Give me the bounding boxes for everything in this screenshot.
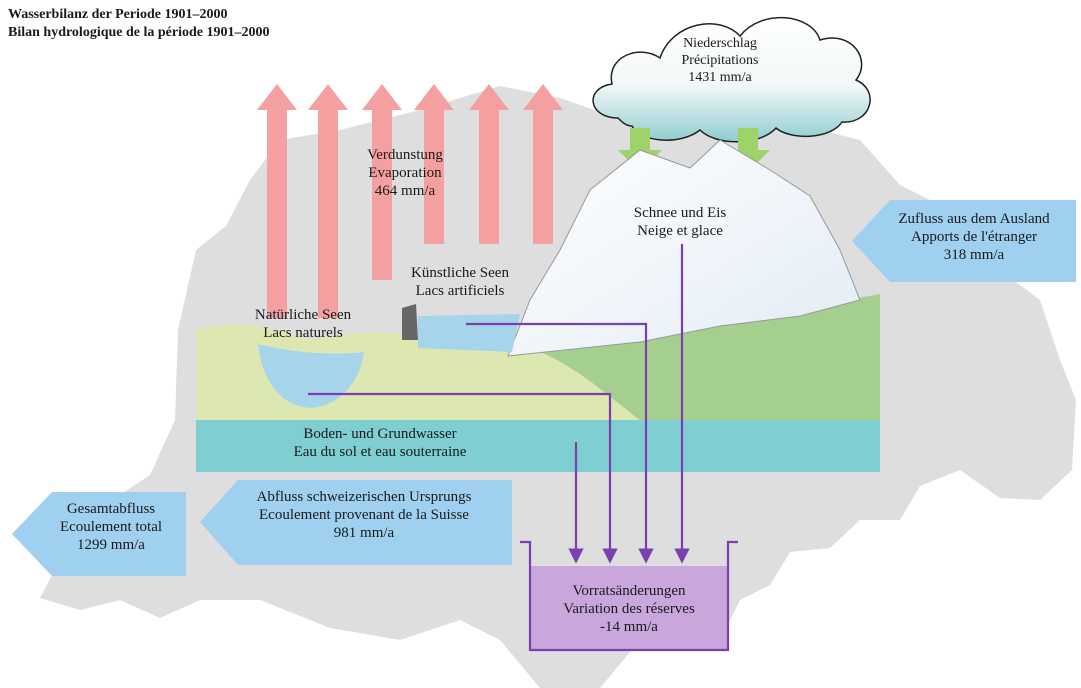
evaporation-label: Verdunstung Evaporation 464 mm/a [340,146,470,200]
precipitation-fr: Précipitations [681,52,759,68]
swiss-runoff-de: Abfluss schweizerischen Ursprungs [256,489,472,505]
artificial-lakes-de: Künstliche Seen [411,265,509,281]
total-runoff-fr: Ecoulement total [59,519,163,535]
artificial-lake [418,314,520,352]
evaporation-value: 464 mm/a [374,183,436,199]
total-runoff-de: Gesamtabfluss [66,501,156,517]
snow-ice-label: Schnee und Eis Neige et glace [600,204,760,240]
storage-change-de: Vorratsänderungen [572,583,686,599]
inflow-abroad-fr: Apports de l'étranger [911,229,1037,245]
artificial-lakes-fr: Lacs artificiels [415,283,505,299]
artificial-lakes-label: Künstliche Seen Lacs artificiels [390,264,530,300]
natural-lakes-label: Natürliche Seen Lacs naturels [238,306,368,342]
snow-ice-fr: Neige et glace [637,223,723,239]
inflow-arrow-box [852,200,1076,282]
cloud [592,16,871,143]
total-runoff-label: Gesamtabfluss Ecoulement total 1299 mm/a [36,500,186,554]
swiss-runoff-value: 981 mm/a [333,525,395,541]
mountain [507,139,861,357]
evaporation-arrow [362,84,402,280]
diagram-title: Wasserbilanz der Periode 1901–2000 Bilan… [8,6,270,42]
storage-change-fr: Variation des réserves [563,601,695,617]
title-fr: Bilan hydrologique de la période 1901–20… [8,25,270,41]
inflow-abroad-value: 318 mm/a [943,247,1005,263]
evaporation-arrow [523,84,563,244]
evaporation-arrow [469,84,509,244]
total-runoff-arrow-box [12,492,186,576]
precipitation-label: Niederschlag Précipitations 1431 mm/a [640,36,800,86]
natural-lake [258,344,364,408]
natural-lakes-de: Natürliche Seen [254,307,352,323]
title-de: Wasserbilanz der Periode 1901–2000 [8,7,228,22]
precipitation-value: 1431 mm/a [688,69,752,85]
precipitation-de: Niederschlag [683,36,757,51]
groundwater-fr: Eau du sol et eau souterraine [293,444,467,460]
flow-line-natural-lake [308,392,618,564]
reservoir-outline [520,540,738,652]
evaporation-arrow [308,84,348,318]
flow-lines [308,244,690,564]
evaporation-fr: Evaporation [368,165,442,181]
total-runoff-value: 1299 mm/a [77,537,145,553]
evaporation-arrow [257,84,297,318]
flow-line-artificial-lake [466,322,654,564]
storage-reservoir [530,566,728,650]
storage-change-label: Vorratsänderungen Variation des réserves… [530,582,728,636]
swiss-runoff-arrow-box [200,480,512,565]
inflow-abroad-label: Zufluss aus dem Ausland Apports de l'étr… [868,210,1080,264]
storage-change-value: -14 mm/a [600,619,658,635]
natural-lakes-fr: Lacs naturels [263,325,343,341]
groundwater-band [196,420,880,472]
snow-ice-de: Schnee und Eis [633,205,727,221]
evaporation-de: Verdunstung [367,147,443,163]
inflow-abroad-de: Zufluss aus dem Ausland [898,211,1050,227]
groundwater-label: Boden- und Grundwasser Eau du sol et eau… [250,425,510,461]
swiss-runoff-fr: Ecoulement provenant de la Suisse [259,507,469,523]
evaporation-arrows [257,84,563,318]
swiss-runoff-label: Abfluss schweizerischen Ursprungs Ecoule… [214,488,514,542]
groundwater-de: Boden- und Grundwasser [303,426,457,442]
dam [402,304,418,340]
evaporation-arrow [414,84,454,244]
